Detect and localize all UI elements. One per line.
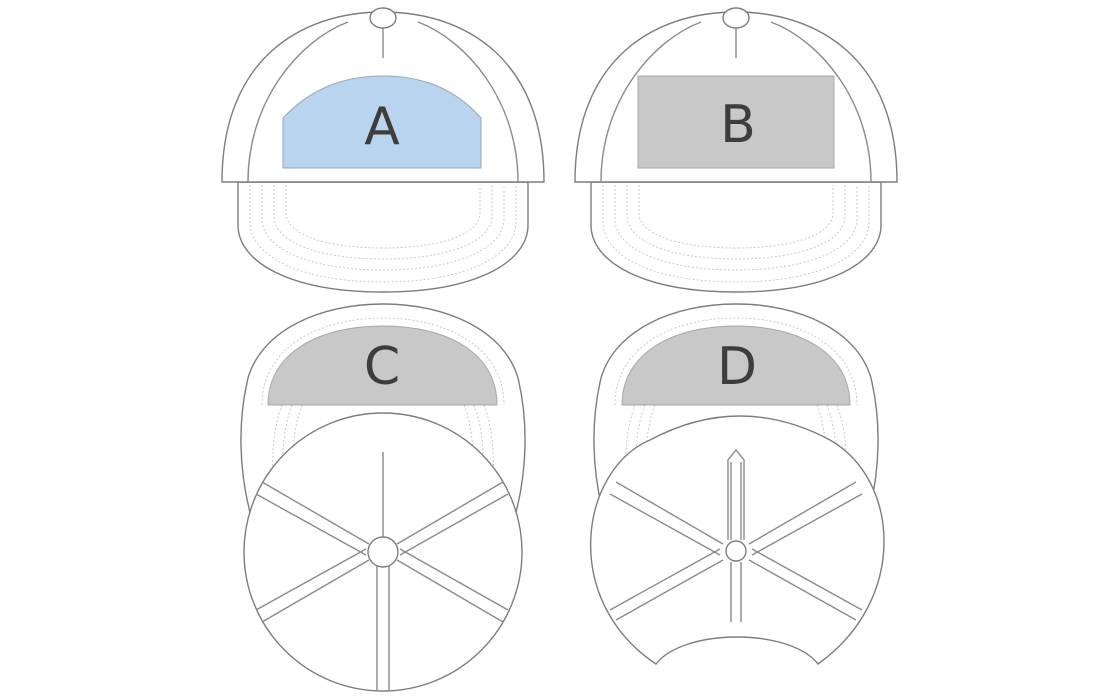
crown-panel-seams	[255, 452, 509, 690]
cap-button	[722, 7, 750, 29]
crown-center-button	[725, 540, 747, 562]
cap-underside-view-c: C	[240, 303, 526, 692]
print-area-label-a: A	[364, 97, 400, 157]
cap-underside-view-d: D	[590, 303, 885, 665]
crown-seam	[417, 21, 519, 183]
print-area-d	[621, 325, 851, 406]
print-area-c	[267, 325, 498, 406]
cap-button	[369, 7, 397, 29]
cap-front-view-b: B	[574, 7, 898, 293]
print-area-label-d: D	[717, 337, 757, 397]
cap-crown-interior	[590, 415, 885, 665]
visor-stitching	[249, 185, 517, 283]
print-area-a	[282, 75, 482, 169]
cap-front-view-a: A	[221, 7, 545, 293]
print-area-b	[637, 75, 835, 169]
crown-panel-seams	[609, 448, 863, 622]
crown-seam	[770, 21, 872, 183]
print-area-label-c: C	[364, 337, 400, 397]
crown-seam	[247, 21, 349, 183]
cap-visor	[590, 181, 882, 293]
crown-center-button	[367, 536, 399, 568]
crown-seam	[600, 21, 702, 183]
visor-stitching	[602, 185, 870, 283]
cap-visor	[237, 181, 529, 293]
print-area-label-b: B	[720, 95, 756, 155]
